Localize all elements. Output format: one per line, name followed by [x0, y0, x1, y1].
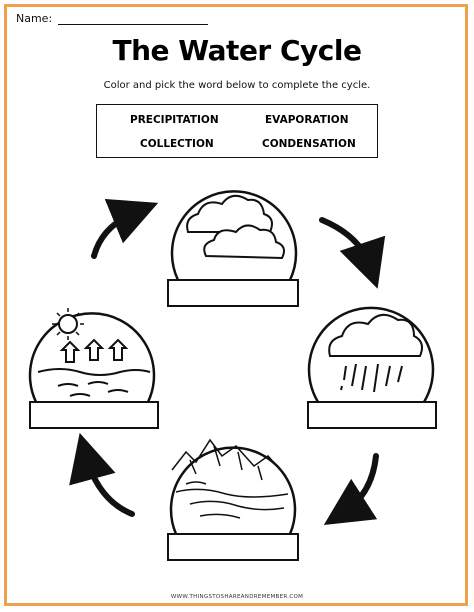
sun-evaporation-icon [37, 308, 151, 397]
label-box-top[interactable] [167, 279, 299, 307]
arrow-bottom-left [69, 432, 135, 517]
arrow-top-right [319, 217, 386, 289]
word-bank [96, 104, 378, 158]
rain-cloud-icon [328, 313, 423, 393]
instructions: Color and pick the word below to complet… [103, 80, 371, 91]
label-box-right[interactable] [307, 401, 437, 429]
clouds-icon [186, 194, 285, 260]
footer-url: WWW.THINGSTOSHAREANDREMEMBER.COM [170, 594, 304, 600]
mountain-river-icon [171, 438, 289, 519]
arrow-right-bottom [323, 453, 379, 525]
globe-left [28, 308, 156, 403]
page-title: The Water Cycle [112, 34, 362, 67]
word-condensation: CONDENSATION [262, 138, 356, 150]
label-box-bottom[interactable] [167, 533, 299, 561]
name-field[interactable] [58, 24, 208, 25]
globe-bottom [169, 438, 297, 535]
globe-top [170, 190, 298, 281]
word-collection: COLLECTION [140, 138, 214, 150]
name-label: Name: [16, 12, 53, 25]
globe-right [307, 306, 435, 403]
label-box-left[interactable] [29, 401, 159, 429]
word-evaporation: EVAPORATION [265, 114, 349, 126]
word-precipitation: PRECIPITATION [130, 114, 219, 126]
arrow-left-top [91, 198, 159, 259]
